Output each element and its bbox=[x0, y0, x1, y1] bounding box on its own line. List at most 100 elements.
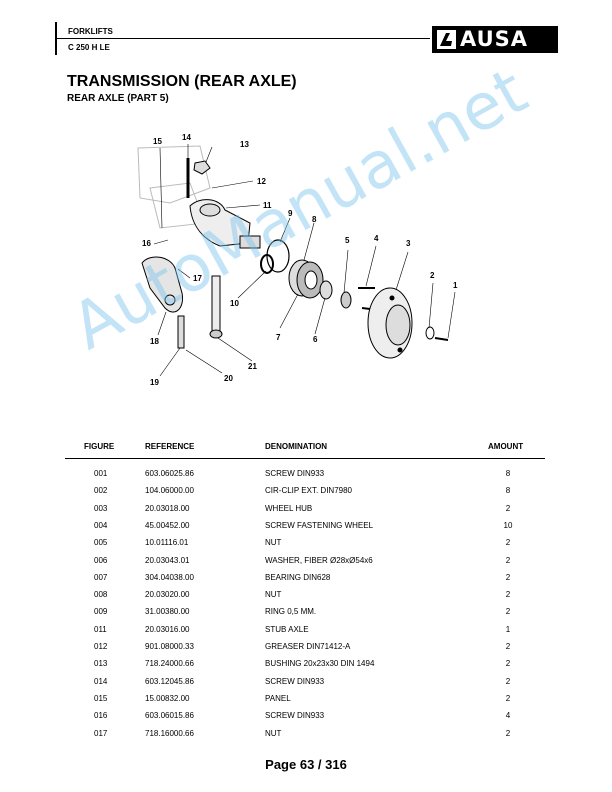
reference-cell: 104.06000.00 bbox=[145, 486, 194, 496]
reference-cell: 15.00832.00 bbox=[145, 693, 190, 703]
figure-cell: 006 bbox=[94, 555, 108, 565]
amount-cell: 1 bbox=[505, 624, 511, 634]
denomination-cell: BUSHING 20x23x30 DIN 1494 bbox=[265, 659, 375, 669]
model-name: C 250 H LE bbox=[68, 43, 110, 52]
denomination-cell: NUT bbox=[265, 590, 282, 600]
page-number: Page 63 / 316 bbox=[265, 757, 347, 772]
figure-cell: 007 bbox=[94, 572, 108, 582]
column-header-amount: AMOUNT bbox=[488, 442, 524, 451]
callout-2: 2 bbox=[430, 271, 435, 280]
table-row: 015 15.00832.00 PANEL 2 bbox=[0, 694, 612, 710]
figure-cell: 008 bbox=[94, 590, 108, 600]
figure-cell: 002 bbox=[94, 486, 108, 496]
amount-cell: 2 bbox=[505, 555, 511, 565]
reference-cell: 901.08000.33 bbox=[145, 642, 194, 651]
amount-cell: 2 bbox=[505, 572, 511, 582]
callout-8: 8 bbox=[312, 215, 317, 224]
callout-3: 3 bbox=[406, 239, 411, 248]
header-bar bbox=[55, 22, 57, 55]
column-header-denomination: DENOMINATION bbox=[265, 442, 328, 451]
header-rule bbox=[57, 38, 430, 39]
denomination-cell: NUT bbox=[265, 538, 282, 548]
figure-cell: 003 bbox=[94, 503, 108, 513]
callout-18: 18 bbox=[150, 337, 159, 346]
table-row: 007 304.04038.00 BEARING DIN628 2 bbox=[0, 573, 612, 589]
callout-9: 9 bbox=[288, 209, 293, 218]
denomination-cell: BEARING DIN628 bbox=[265, 572, 331, 582]
figure-cell: 005 bbox=[94, 538, 108, 548]
logo-text: AUSA bbox=[460, 27, 529, 51]
figure-cell: 011 bbox=[94, 624, 107, 634]
amount-cell: 2 bbox=[505, 590, 511, 600]
callout-21: 21 bbox=[248, 362, 257, 371]
page-title: TRANSMISSION (REAR AXLE) bbox=[67, 73, 297, 90]
amount-cell: 2 bbox=[505, 693, 511, 703]
denomination-cell: SCREW DIN933 bbox=[265, 711, 325, 721]
callout-7: 7 bbox=[276, 333, 281, 342]
reference-cell: 31.00380.00 bbox=[145, 607, 190, 617]
reference-cell: 603.06025.86 bbox=[145, 469, 194, 478]
reference-cell: 45.00452.00 bbox=[145, 520, 190, 530]
figure-cell: 001 bbox=[94, 469, 108, 478]
amount-cell: 4 bbox=[505, 711, 511, 721]
callout-20: 20 bbox=[224, 374, 233, 383]
figure-cell: 014 bbox=[94, 676, 108, 686]
reference-cell: 20.03043.01 bbox=[145, 555, 190, 565]
table-row: 001 603.06025.86 SCREW DIN933 8 bbox=[0, 469, 612, 485]
amount-cell: 8 bbox=[505, 469, 511, 478]
denomination-cell: NUT bbox=[265, 728, 282, 738]
table-row: 017 718.16000.66 NUT 2 bbox=[0, 729, 612, 745]
table-header-rule bbox=[65, 458, 545, 459]
callout-17: 17 bbox=[193, 274, 202, 283]
figure-cell: 016 bbox=[94, 711, 108, 721]
figure-cell: 009 bbox=[94, 607, 108, 617]
page-subtitle: REAR AXLE (PART 5) bbox=[67, 93, 169, 104]
column-header-figure: FIGURE bbox=[84, 442, 115, 451]
callout-13: 13 bbox=[240, 140, 249, 149]
denomination-cell: WHEEL HUB bbox=[265, 503, 313, 513]
reference-cell: 20.03020.00 bbox=[145, 590, 190, 600]
denomination-cell: SCREW DIN933 bbox=[265, 469, 325, 478]
callout-4: 4 bbox=[374, 234, 379, 243]
reference-cell: 718.24000.66 bbox=[145, 659, 194, 669]
denomination-cell: STUB AXLE bbox=[265, 624, 309, 634]
table-row: 006 20.03043.01 WASHER, FIBER Ø28xØ54x6 2 bbox=[0, 556, 612, 572]
table-row: 013 718.24000.66 BUSHING 20x23x30 DIN 1494… bbox=[0, 659, 612, 675]
callout-11: 11 bbox=[263, 201, 272, 210]
figure-cell: 017 bbox=[94, 728, 108, 738]
callout-5: 5 bbox=[345, 236, 350, 245]
denomination-cell: GREASER DIN71412-A bbox=[265, 642, 351, 651]
callout-14: 14 bbox=[182, 133, 191, 142]
amount-cell: 2 bbox=[505, 642, 511, 651]
figure-cell: 013 bbox=[94, 659, 108, 669]
table-row: 008 20.03020.00 NUT 2 bbox=[0, 590, 612, 606]
reference-cell: 718.16000.66 bbox=[145, 728, 194, 738]
denomination-cell: WASHER, FIBER Ø28xØ54x6 bbox=[265, 555, 373, 565]
reference-cell: 304.04038.00 bbox=[145, 572, 194, 582]
reference-cell: 20.03018.00 bbox=[145, 503, 190, 513]
callout-1: 1 bbox=[453, 281, 458, 290]
denomination-cell: PANEL bbox=[265, 693, 291, 703]
reference-cell: 10.01116.01 bbox=[145, 538, 189, 548]
ausa-logo-icon bbox=[437, 30, 456, 49]
callout-19: 19 bbox=[150, 378, 159, 387]
denomination-cell: SCREW DIN933 bbox=[265, 676, 325, 686]
callout-16: 16 bbox=[142, 239, 151, 248]
figure-cell: 004 bbox=[94, 520, 108, 530]
amount-cell: 8 bbox=[505, 486, 511, 496]
amount-cell: 2 bbox=[505, 728, 511, 738]
ausa-logo: AUSA bbox=[432, 26, 558, 53]
callout-15: 15 bbox=[153, 137, 162, 146]
denomination-cell: SCREW FASTENING WHEEL bbox=[265, 520, 374, 530]
exploded-parts-diagram: 15 14 13 12 11 9 8 16 5 4 3 17 2 1 10 7 … bbox=[137, 133, 458, 387]
amount-cell: 2 bbox=[505, 538, 511, 548]
table-row: 005 10.01116.01 NUT 2 bbox=[0, 538, 612, 554]
figure-cell: 015 bbox=[94, 693, 108, 703]
amount-cell: 2 bbox=[505, 607, 511, 617]
